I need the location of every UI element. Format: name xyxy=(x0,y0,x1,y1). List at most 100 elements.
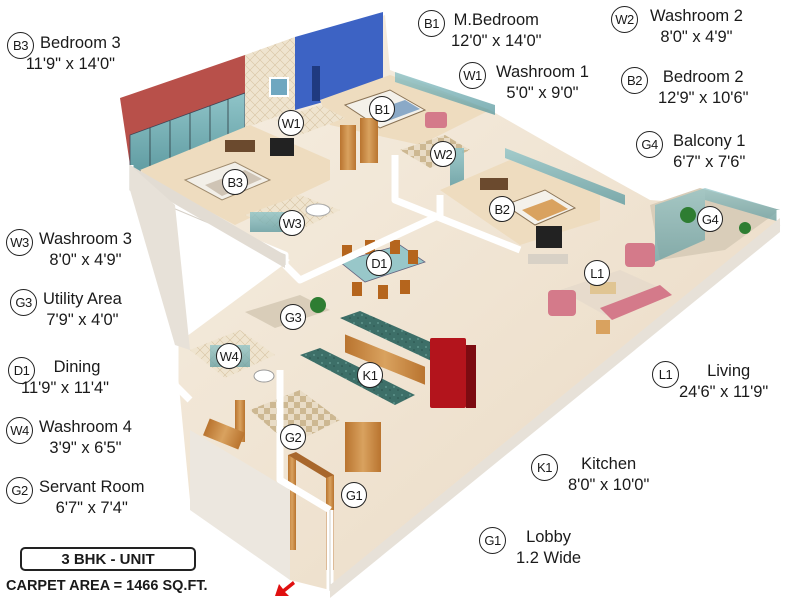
legend-dims: 11'9" x 14'0" xyxy=(25,55,115,73)
mbed-window-slot xyxy=(312,66,320,101)
lobby-door-frame-left xyxy=(288,455,296,550)
carpet-area-label: CARPET AREA = 1466 SQ.FT. xyxy=(6,578,208,594)
bedroom2-tv-console xyxy=(528,254,568,264)
legend-badge: W4 xyxy=(6,417,33,444)
legend-name: Bedroom 3 xyxy=(40,34,121,52)
legend-bedroom3: B3 Bedroom 3 11'9" x 14'0" xyxy=(7,32,121,75)
pin-kitchen: K1 xyxy=(357,362,383,388)
compass-arrow-icon xyxy=(275,581,295,596)
legend-badge: W1 xyxy=(459,62,486,89)
pin-servant-room: G2 xyxy=(280,424,306,450)
washroom4-commode xyxy=(253,369,275,383)
utility-plant xyxy=(310,297,326,313)
legend-badge: B1 xyxy=(418,10,445,37)
legend-badge: D1 xyxy=(8,357,35,384)
legend-name: Washroom 1 xyxy=(496,63,589,81)
legend-badge: W3 xyxy=(6,229,33,256)
legend-lobby: G1 Lobby 1.2 Wide xyxy=(479,527,581,569)
living-side-table xyxy=(596,320,610,334)
living-sofa-left xyxy=(548,290,576,316)
refrigerator xyxy=(430,338,466,408)
legend-dims: 5'0" x 9'0" xyxy=(506,84,579,102)
pin-washroom4: W4 xyxy=(216,343,242,369)
legend-servant-room: G2 Servant Room 6'7" x 7'4" xyxy=(6,477,144,519)
legend-dining: D1 Dining 11'9" x 11'4" xyxy=(8,357,109,399)
legend-badge: G1 xyxy=(479,527,506,554)
legend-name: Utility Area xyxy=(43,290,122,308)
pin-utility: G3 xyxy=(280,304,306,330)
pin-balcony1: G4 xyxy=(697,206,723,232)
pin-bedroom3: B3 xyxy=(222,169,248,195)
mbed-wardrobe xyxy=(360,118,378,163)
legend-dims: 11'9" x 11'4" xyxy=(21,379,110,397)
legend-dims: 24'6" x 11'9" xyxy=(679,383,769,401)
bedroom2-desk xyxy=(480,178,508,190)
legend-name: Washroom 2 xyxy=(650,7,743,25)
legend-washroom3: W3 Washroom 3 8'0" x 4'9" xyxy=(6,229,132,271)
balcony-glass-rail-2 xyxy=(705,188,780,222)
outer-wall-bed3-left xyxy=(130,165,285,268)
pin-bedroom2: B2 xyxy=(489,196,515,222)
legend-washroom1: W1 Washroom 1 5'0" x 9'0" xyxy=(459,62,589,104)
legend-badge: G2 xyxy=(6,477,33,504)
balcony-plant xyxy=(680,207,696,223)
pin-living: L1 xyxy=(584,260,610,286)
legend-badge: B3 xyxy=(7,32,34,59)
legend-name: M.Bedroom xyxy=(453,11,539,29)
legend-dims: 12'9" x 10'6" xyxy=(658,89,749,107)
legend-badge: L1 xyxy=(652,361,679,388)
legend-dims: 12'0" x 14'0" xyxy=(451,32,542,50)
bedroom3-tv xyxy=(270,138,294,156)
outer-wall-bed3-side xyxy=(130,165,190,350)
bedroom3-desk xyxy=(225,140,255,152)
legend-dims: 6'7" x 7'4" xyxy=(55,499,128,517)
legend-living: L1 Living 24'6" x 11'9" xyxy=(652,361,768,403)
legend-dims: 8'0" x 4'9" xyxy=(49,251,122,269)
bedroom2-tv xyxy=(536,226,562,248)
bedroom3-window-mullions xyxy=(149,99,229,168)
bedroom2-glass-rail xyxy=(505,148,625,205)
legend-balcony1: G4 Balcony 1 6'7" x 7'6" xyxy=(636,131,745,173)
pin-washroom1: W1 xyxy=(278,110,304,136)
legend-name: Lobby xyxy=(526,528,572,546)
legend-badge: B2 xyxy=(621,67,648,94)
legend-name: Balcony 1 xyxy=(673,132,746,150)
outer-wall-front xyxy=(330,218,780,598)
pin-dining: D1 xyxy=(366,250,392,276)
legend-name: Living xyxy=(707,362,751,380)
unit-type-label: 3 BHK - UNIT xyxy=(20,547,196,571)
legend-dims: 3'9" x 6'5" xyxy=(49,439,122,457)
living-armchair xyxy=(625,243,655,267)
pin-master-bedroom: B1 xyxy=(369,96,395,122)
kitchen-door xyxy=(345,422,381,472)
bedroom2-bed-cover xyxy=(522,199,568,221)
legend-bedroom2: B2 Bedroom 2 12'9" x 10'6" xyxy=(621,67,749,109)
legend-name: Dining xyxy=(53,358,101,376)
outer-wall-left xyxy=(190,430,290,580)
balcony-glass-rail xyxy=(655,188,705,262)
lobby-door-frame-top xyxy=(288,452,334,478)
legend-name: Servant Room xyxy=(39,478,145,496)
legend-master-bedroom: B1 M.Bedroom 12'0" x 14'0" xyxy=(418,10,542,52)
legend-name: Kitchen xyxy=(581,455,637,473)
servant-room-door xyxy=(203,418,245,450)
legend-badge: G4 xyxy=(636,131,663,158)
washroom3-glass xyxy=(250,212,285,232)
legend-dims: 1.2 Wide xyxy=(516,549,582,567)
servant-room-floor xyxy=(250,390,340,445)
pin-washroom3: W3 xyxy=(279,210,305,236)
living-sofa-long xyxy=(600,285,672,320)
mbed-glass-rail xyxy=(395,72,495,115)
pin-washroom2: W2 xyxy=(430,141,456,167)
legend-badge: G3 xyxy=(10,289,37,316)
kitchen-cabinets xyxy=(345,334,425,385)
legend-dims: 6'7" x 7'6" xyxy=(673,153,746,171)
mbed-armchair xyxy=(425,112,447,128)
pin-lobby: G1 xyxy=(341,482,367,508)
legend-badge: K1 xyxy=(531,454,558,481)
legend-name: Washroom 3 xyxy=(39,230,132,248)
legend-name: Bedroom 2 xyxy=(662,68,744,86)
